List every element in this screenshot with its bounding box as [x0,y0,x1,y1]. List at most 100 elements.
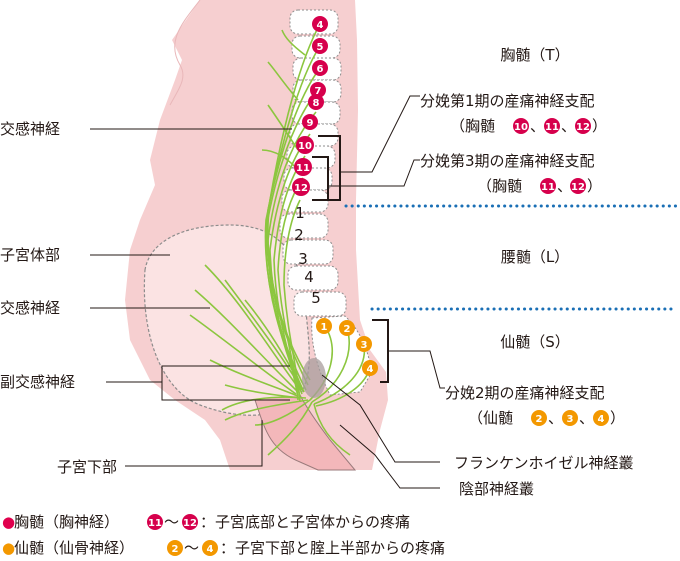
svg-text:2: 2 [344,324,351,335]
stage1-badge: 11 [544,118,560,134]
lumbar-number: 4 [304,268,314,286]
thoracic-badge: 10 [296,136,314,154]
separator: 、 [579,409,594,427]
svg-text:8: 8 [313,98,320,109]
svg-text:12: 12 [576,122,590,133]
svg-text:3: 3 [361,340,368,351]
lower-uterus-leader [125,420,263,467]
stage1-badge: 12 [575,118,591,134]
stage1-badge: 10 [513,118,529,134]
thoracic-badge: 11 [294,158,312,176]
stage3-leader [328,159,420,187]
svg-text:2: 2 [172,544,179,555]
legend-marker: ● [2,513,15,531]
frankenhauser-label: フランケンホイゼル神経叢 [454,454,634,472]
svg-text:4: 4 [598,414,605,425]
legend: ● 胸髄（胸神経） 11 〜 12 ：子宮底部と子宮体からの疼痛 ● 仙髄（仙骨… [2,513,445,557]
lumbar-region-label: 腰髄（L） [501,248,569,266]
svg-text:4: 4 [367,364,374,375]
thoracic-badge: 12 [292,178,310,196]
stage2-badge: 3 [562,410,578,426]
stage3-bracket [312,156,329,201]
separator: 、 [561,117,576,135]
stage2-paren-open: （仙髄 [468,409,513,427]
thoracic-badge: 9 [302,114,318,130]
sacral-badge: 3 [356,336,372,352]
parasympathetic-leader-lower [161,382,290,401]
frankenhauser-plexus-shape [302,358,326,398]
frankenhauser-leader [321,374,440,463]
stage3-title: 分娩第3期の産痛神経支配 [420,152,595,170]
sacral-badges: 1 2 3 4 [316,318,378,376]
svg-text:11: 11 [545,122,559,133]
lumbar-number: 2 [294,226,304,244]
legend-badge: 2 [167,540,183,556]
svg-text:2: 2 [536,414,543,425]
stage1-leader [340,95,420,173]
legend-badge: 4 [202,540,218,556]
legend-desc: ：子宮下部と腟上半部からの疼痛 [220,539,445,557]
paren-close: ） [592,117,607,135]
legend-text: 仙髄（仙骨神経） [14,539,134,557]
sacral-badge: 4 [362,360,378,376]
stage2-badge: 2 [531,410,547,426]
sacral-badge: 1 [316,318,332,334]
svg-text:11: 11 [296,163,310,174]
thoracic-badge: 8 [308,94,324,110]
sympathetic-label-mid: 交感神経 [0,299,60,317]
legend-tilde: 〜 [184,539,199,557]
separator: 、 [557,177,572,195]
breast-outline [169,0,201,106]
thoracic-badge: 7 [310,82,326,98]
stage3-badge: 11 [540,178,556,194]
svg-text:10: 10 [298,141,312,152]
legend-desc: ：子宮底部と子宮体からの疼痛 [200,513,410,531]
thoracic-badge: 6 [312,60,328,76]
sacral-region-label: 仙髄（S） [500,333,570,351]
svg-text:12: 12 [571,182,585,193]
legend-tilde: 〜 [164,513,179,531]
stage2-badge: 4 [593,410,609,426]
legend-marker: ● [2,539,15,557]
svg-text:12: 12 [183,518,197,529]
svg-text:3: 3 [567,414,574,425]
svg-text:10: 10 [514,122,528,133]
lower-uterus-label: 子宮下部 [57,458,117,476]
stage3-paren-open: （胸髄 [477,177,522,195]
lumbar-number: 3 [298,250,308,268]
stage3-badge: 12 [570,178,586,194]
lumbar-number: 1 [295,204,305,222]
stage2-title: 分娩2期の産痛神経支配 [445,384,605,402]
uterine-body-label: 子宮体部 [0,246,60,264]
sympathetic-label-top: 交感神経 [0,120,60,138]
svg-text:12: 12 [294,183,308,194]
svg-text:5: 5 [317,42,324,53]
thoracic-badges: 4 5 6 7 8 9 10 11 12 [292,16,328,196]
svg-text:7: 7 [315,86,322,97]
separator: 、 [548,409,563,427]
stage1-paren-open: （胸髄 [450,117,495,135]
legend-text: 胸髄（胸神経） [14,513,119,531]
svg-text:11: 11 [148,518,162,529]
parasympathetic-label: 副交感神経 [0,373,75,391]
thoracic-badge: 4 [312,16,328,32]
pudendal-leader [339,424,440,489]
pudendal-label: 陰部神経叢 [459,480,534,498]
svg-text:1: 1 [321,322,328,333]
stage1-title: 分娩第1期の産痛神経支配 [420,92,595,110]
legend-badge: 12 [182,514,198,530]
nerve-fibers [189,23,371,456]
paren-close: ） [587,177,602,195]
sacral-badge: 2 [339,320,355,336]
lumbar-numbers: 1 2 3 4 5 [294,204,321,307]
svg-text:6: 6 [317,64,324,75]
thoracic-region-label: 胸髄（T） [500,46,569,64]
paren-close: ） [610,409,625,427]
svg-text:4: 4 [207,544,214,555]
svg-text:11: 11 [541,182,555,193]
parasympathetic-leader [106,365,290,383]
legend-badge: 11 [147,514,163,530]
lumbar-number: 5 [311,289,321,307]
